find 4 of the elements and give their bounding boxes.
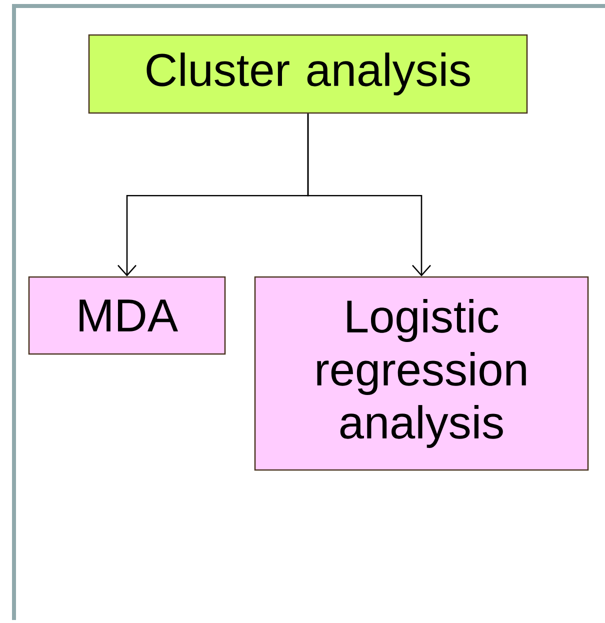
process-box: Logistic regression analysis xyxy=(254,276,589,471)
process-box: Cluster analysis xyxy=(88,34,528,114)
process-box: MDA xyxy=(28,276,226,355)
arrow xyxy=(307,114,431,276)
